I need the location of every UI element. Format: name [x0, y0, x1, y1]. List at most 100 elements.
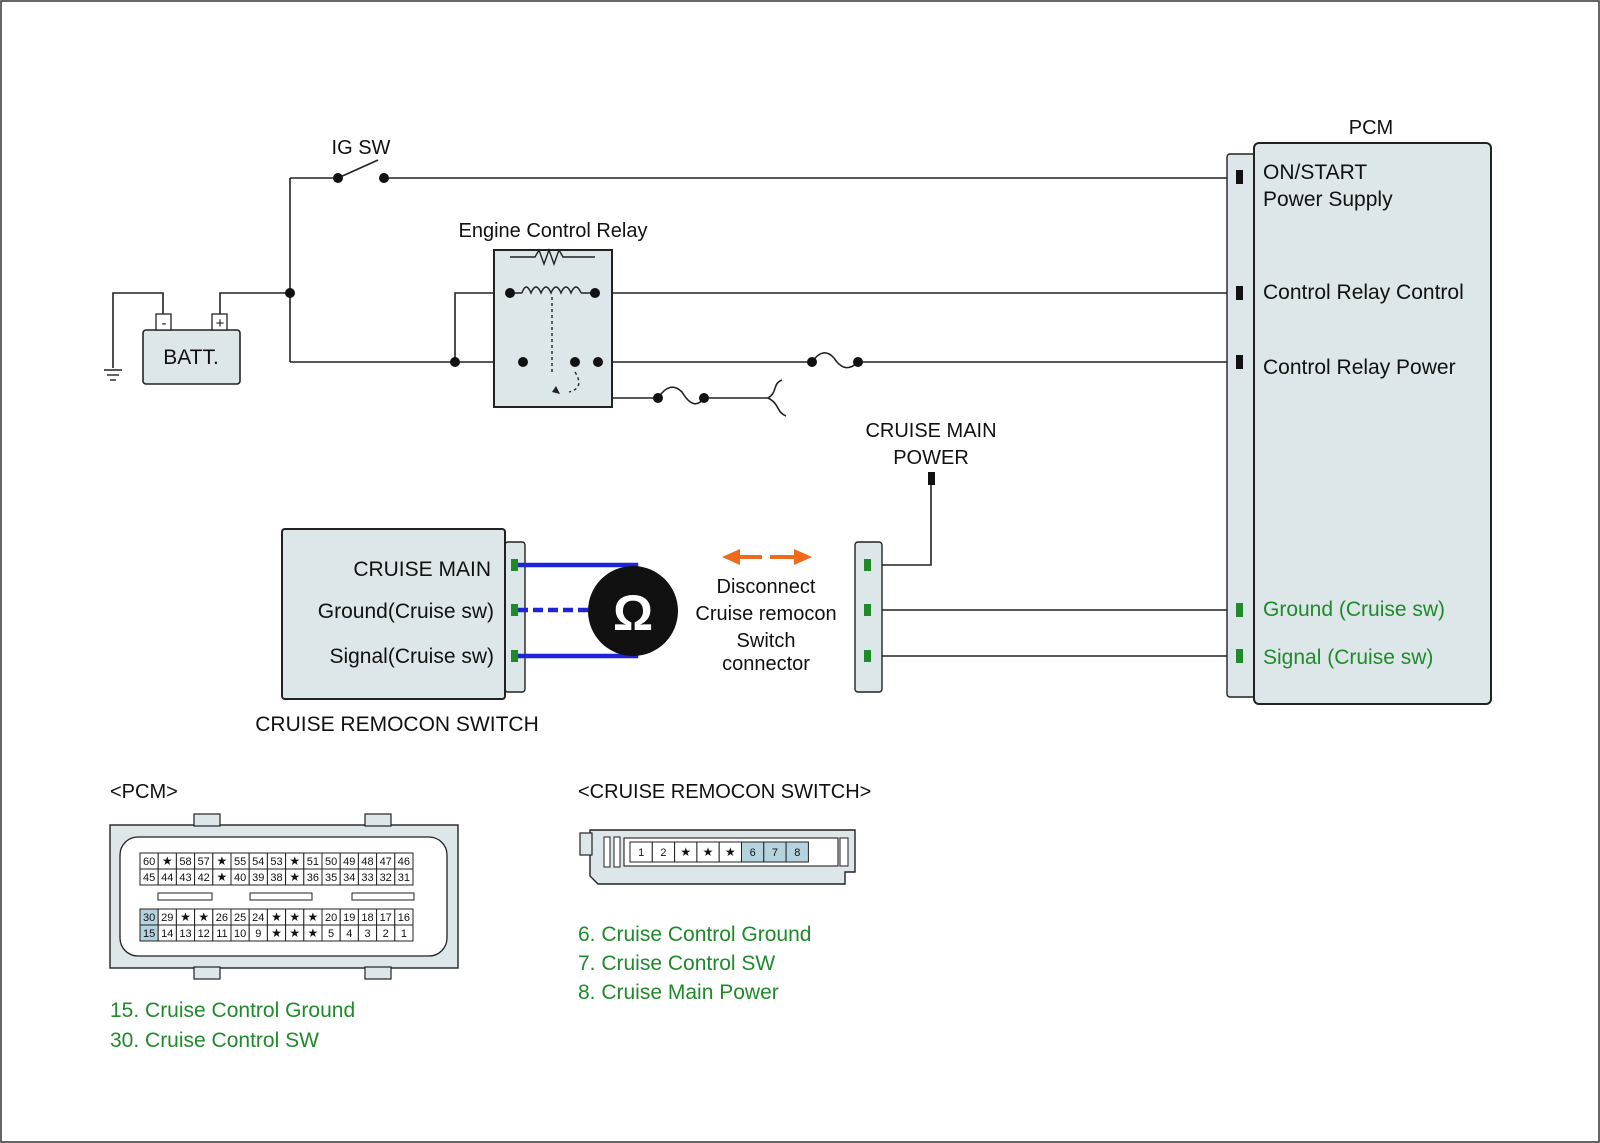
connector-pin-label: 2	[660, 847, 666, 859]
connector-pin: 32	[376, 868, 396, 886]
connector-pin-label: ★	[162, 854, 173, 868]
pcm-control-relay-control-label: Control Relay Control	[1263, 281, 1464, 304]
switch-signal-label: Signal(Cruise sw)	[329, 645, 494, 668]
junction-dots	[285, 173, 863, 403]
connector-pin: 19	[339, 908, 359, 926]
connector-pin-label: 29	[161, 912, 173, 924]
connector-pin: 40	[230, 868, 250, 886]
connector-pin-cell	[785, 841, 809, 863]
connector-pin-label: 43	[179, 872, 191, 884]
connector-pin-label: 53	[270, 856, 282, 868]
connector-pin-label: 26	[216, 912, 228, 924]
pcm-connector-title: <PCM>	[110, 781, 178, 803]
connector-pin-label: 55	[234, 856, 246, 868]
pcm-on-start-label: ON/START	[1263, 161, 1367, 184]
connector-pin: 3	[357, 924, 378, 942]
connector-pin-label: 48	[361, 856, 373, 868]
connector-pin: 45	[139, 868, 159, 886]
connector-pin-label: 20	[325, 912, 337, 924]
ground-symbol	[104, 369, 122, 381]
pcm-box	[1253, 142, 1492, 705]
connector-pin-label: 42	[198, 872, 210, 884]
connector-pin: 18	[357, 908, 378, 926]
connector-pin-label: 15	[143, 928, 155, 940]
battery	[142, 329, 241, 385]
relay-arm-arrow	[552, 386, 560, 394]
connector-pin: ★	[266, 924, 287, 942]
connector-pin-label: 2	[383, 928, 389, 940]
harness-connector-pins	[864, 559, 871, 662]
connector-pin-label: 60	[143, 856, 155, 868]
connector-pin-label: 7	[772, 847, 778, 859]
connector-pin: ★	[696, 841, 720, 863]
connector-pin: 51	[303, 852, 323, 870]
connector-pin: 34	[339, 868, 359, 886]
connector-pin: 6	[741, 841, 765, 863]
connector-pin-label: 49	[343, 856, 355, 868]
connector-pin-label: 18	[361, 912, 373, 924]
connector-pin-label: 13	[179, 928, 191, 940]
pcm-pins-green	[1236, 603, 1243, 663]
connector-pin-label: 39	[252, 872, 264, 884]
connector-pin: 31	[394, 868, 414, 886]
connector-pin: 39	[248, 868, 268, 886]
connector-pin: ★	[285, 908, 305, 926]
connector-pin: 44	[157, 868, 177, 886]
connector-pin: ★	[303, 908, 323, 926]
connector-pin-label: ★	[217, 870, 228, 884]
connector-pin: ★	[157, 852, 177, 870]
connector-pin-label: 17	[380, 912, 392, 924]
connector-pin: 8	[785, 841, 809, 863]
connector-pin-label: 33	[361, 872, 373, 884]
connector-pin: ★	[718, 841, 743, 863]
connector-pin-label: ★	[308, 910, 319, 924]
connector-pin: 2	[651, 841, 676, 863]
connector-pin: ★	[285, 852, 305, 870]
connector-pin: 12	[194, 924, 214, 942]
disconnect-label-1: Disconnect	[717, 576, 816, 598]
connector-pin-label: 1	[401, 928, 407, 940]
connector-pin: 58	[175, 852, 196, 870]
cruise-main-power-label-1: CRUISE MAIN	[865, 420, 996, 442]
connector-pin: 14	[157, 924, 177, 942]
cruise-remocon-switch-box	[281, 528, 506, 700]
battery-minus-terminal	[155, 313, 172, 331]
connector-pin: 11	[212, 924, 232, 942]
connector-pin-label: ★	[271, 910, 282, 924]
ohmmeter-icon	[588, 566, 678, 656]
connector-pin-label: 57	[198, 856, 210, 868]
connector-pin: 24	[248, 908, 268, 926]
connector-pin-label: ★	[289, 870, 300, 884]
connector-pin: 55	[230, 852, 250, 870]
battery-plus-terminal	[211, 313, 228, 331]
connector-pin: ★	[175, 908, 196, 926]
connector-pin-label: 25	[234, 912, 246, 924]
pcm-note-15: 15. Cruise Control Ground	[110, 999, 355, 1022]
connector-pin: 35	[321, 868, 341, 886]
engine-relay-label: Engine Control Relay	[459, 220, 648, 242]
disconnect-label-2: Cruise remocon	[695, 603, 836, 625]
connector-pin-label: 4	[346, 928, 352, 940]
connector-pin: 13	[175, 924, 196, 942]
switch-cruise-main-label: CRUISE MAIN	[353, 558, 491, 581]
pcm-control-relay-power-label: Control Relay Power	[1263, 356, 1456, 379]
connector-pin: ★	[266, 908, 287, 926]
connector-pin: 25	[230, 908, 250, 926]
connector-pin-label: 44	[161, 872, 173, 884]
connector-pin-label: 45	[143, 872, 155, 884]
ig-sw-label: IG SW	[332, 137, 391, 159]
battery-label: BATT.	[163, 346, 219, 369]
engine-control-relay	[493, 249, 613, 408]
connector-pin-label: 8	[794, 847, 800, 859]
connector-pin-label: 50	[325, 856, 337, 868]
connector-pin: ★	[285, 924, 305, 942]
connector-pin: 48	[357, 852, 378, 870]
connector-pin-label: 6	[750, 847, 756, 859]
connector-pin-label: 19	[343, 912, 355, 924]
cruise-main-power-label-2: POWER	[893, 447, 969, 469]
connector-pin-label: 3	[364, 928, 370, 940]
connector-pin: 1	[394, 924, 414, 942]
